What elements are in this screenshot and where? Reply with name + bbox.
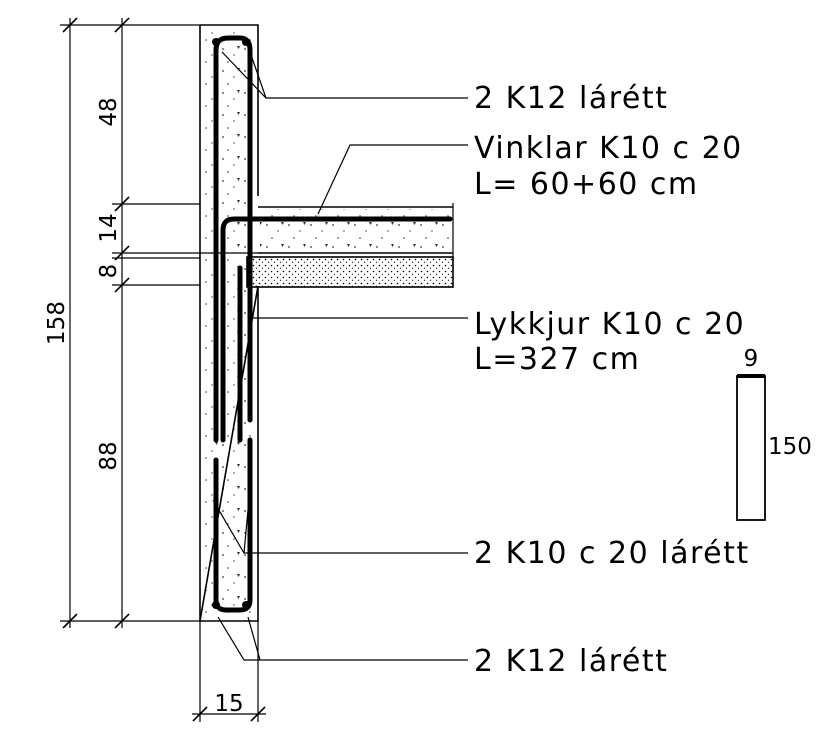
slab-concrete-fill	[260, 209, 450, 251]
dim-top-segment: 48	[96, 97, 122, 126]
label-bottom-bars: 2 K12 lárétt	[474, 644, 668, 679]
label-angle-length: L= 60+60 cm	[474, 167, 699, 202]
label-mid-bars: 2 K10 c 20 lárétt	[474, 536, 750, 571]
loop-shape-height: 150	[768, 434, 812, 460]
floor-slab	[258, 203, 454, 258]
left-dimension-lines	[60, 17, 258, 629]
label-loop-length: L=327 cm	[474, 342, 640, 377]
label-angle-bars: Vinklar K10 c 20	[474, 131, 743, 166]
loop-shape-sketch	[736, 375, 766, 521]
dim-wall-width: 15	[214, 691, 243, 717]
label-loop-bars: Lykkjur K10 c 20	[474, 307, 745, 342]
wall-concrete-fill	[203, 28, 255, 618]
angle-bar	[220, 216, 453, 443]
width-dimension-lines	[192, 621, 266, 722]
insulation-layer	[246, 256, 454, 288]
dim-bottom-segment: 88	[96, 441, 122, 470]
label-top-bars: 2 K12 lárétt	[474, 81, 668, 116]
dim-insulation-segment: 8	[96, 264, 122, 279]
dim-total-height: 158	[44, 301, 70, 345]
dim-slab-segment: 14	[96, 213, 122, 242]
bar-dots	[212, 38, 250, 609]
leader-lines	[212, 51, 468, 661]
loop-shape-width: 9	[744, 346, 759, 372]
